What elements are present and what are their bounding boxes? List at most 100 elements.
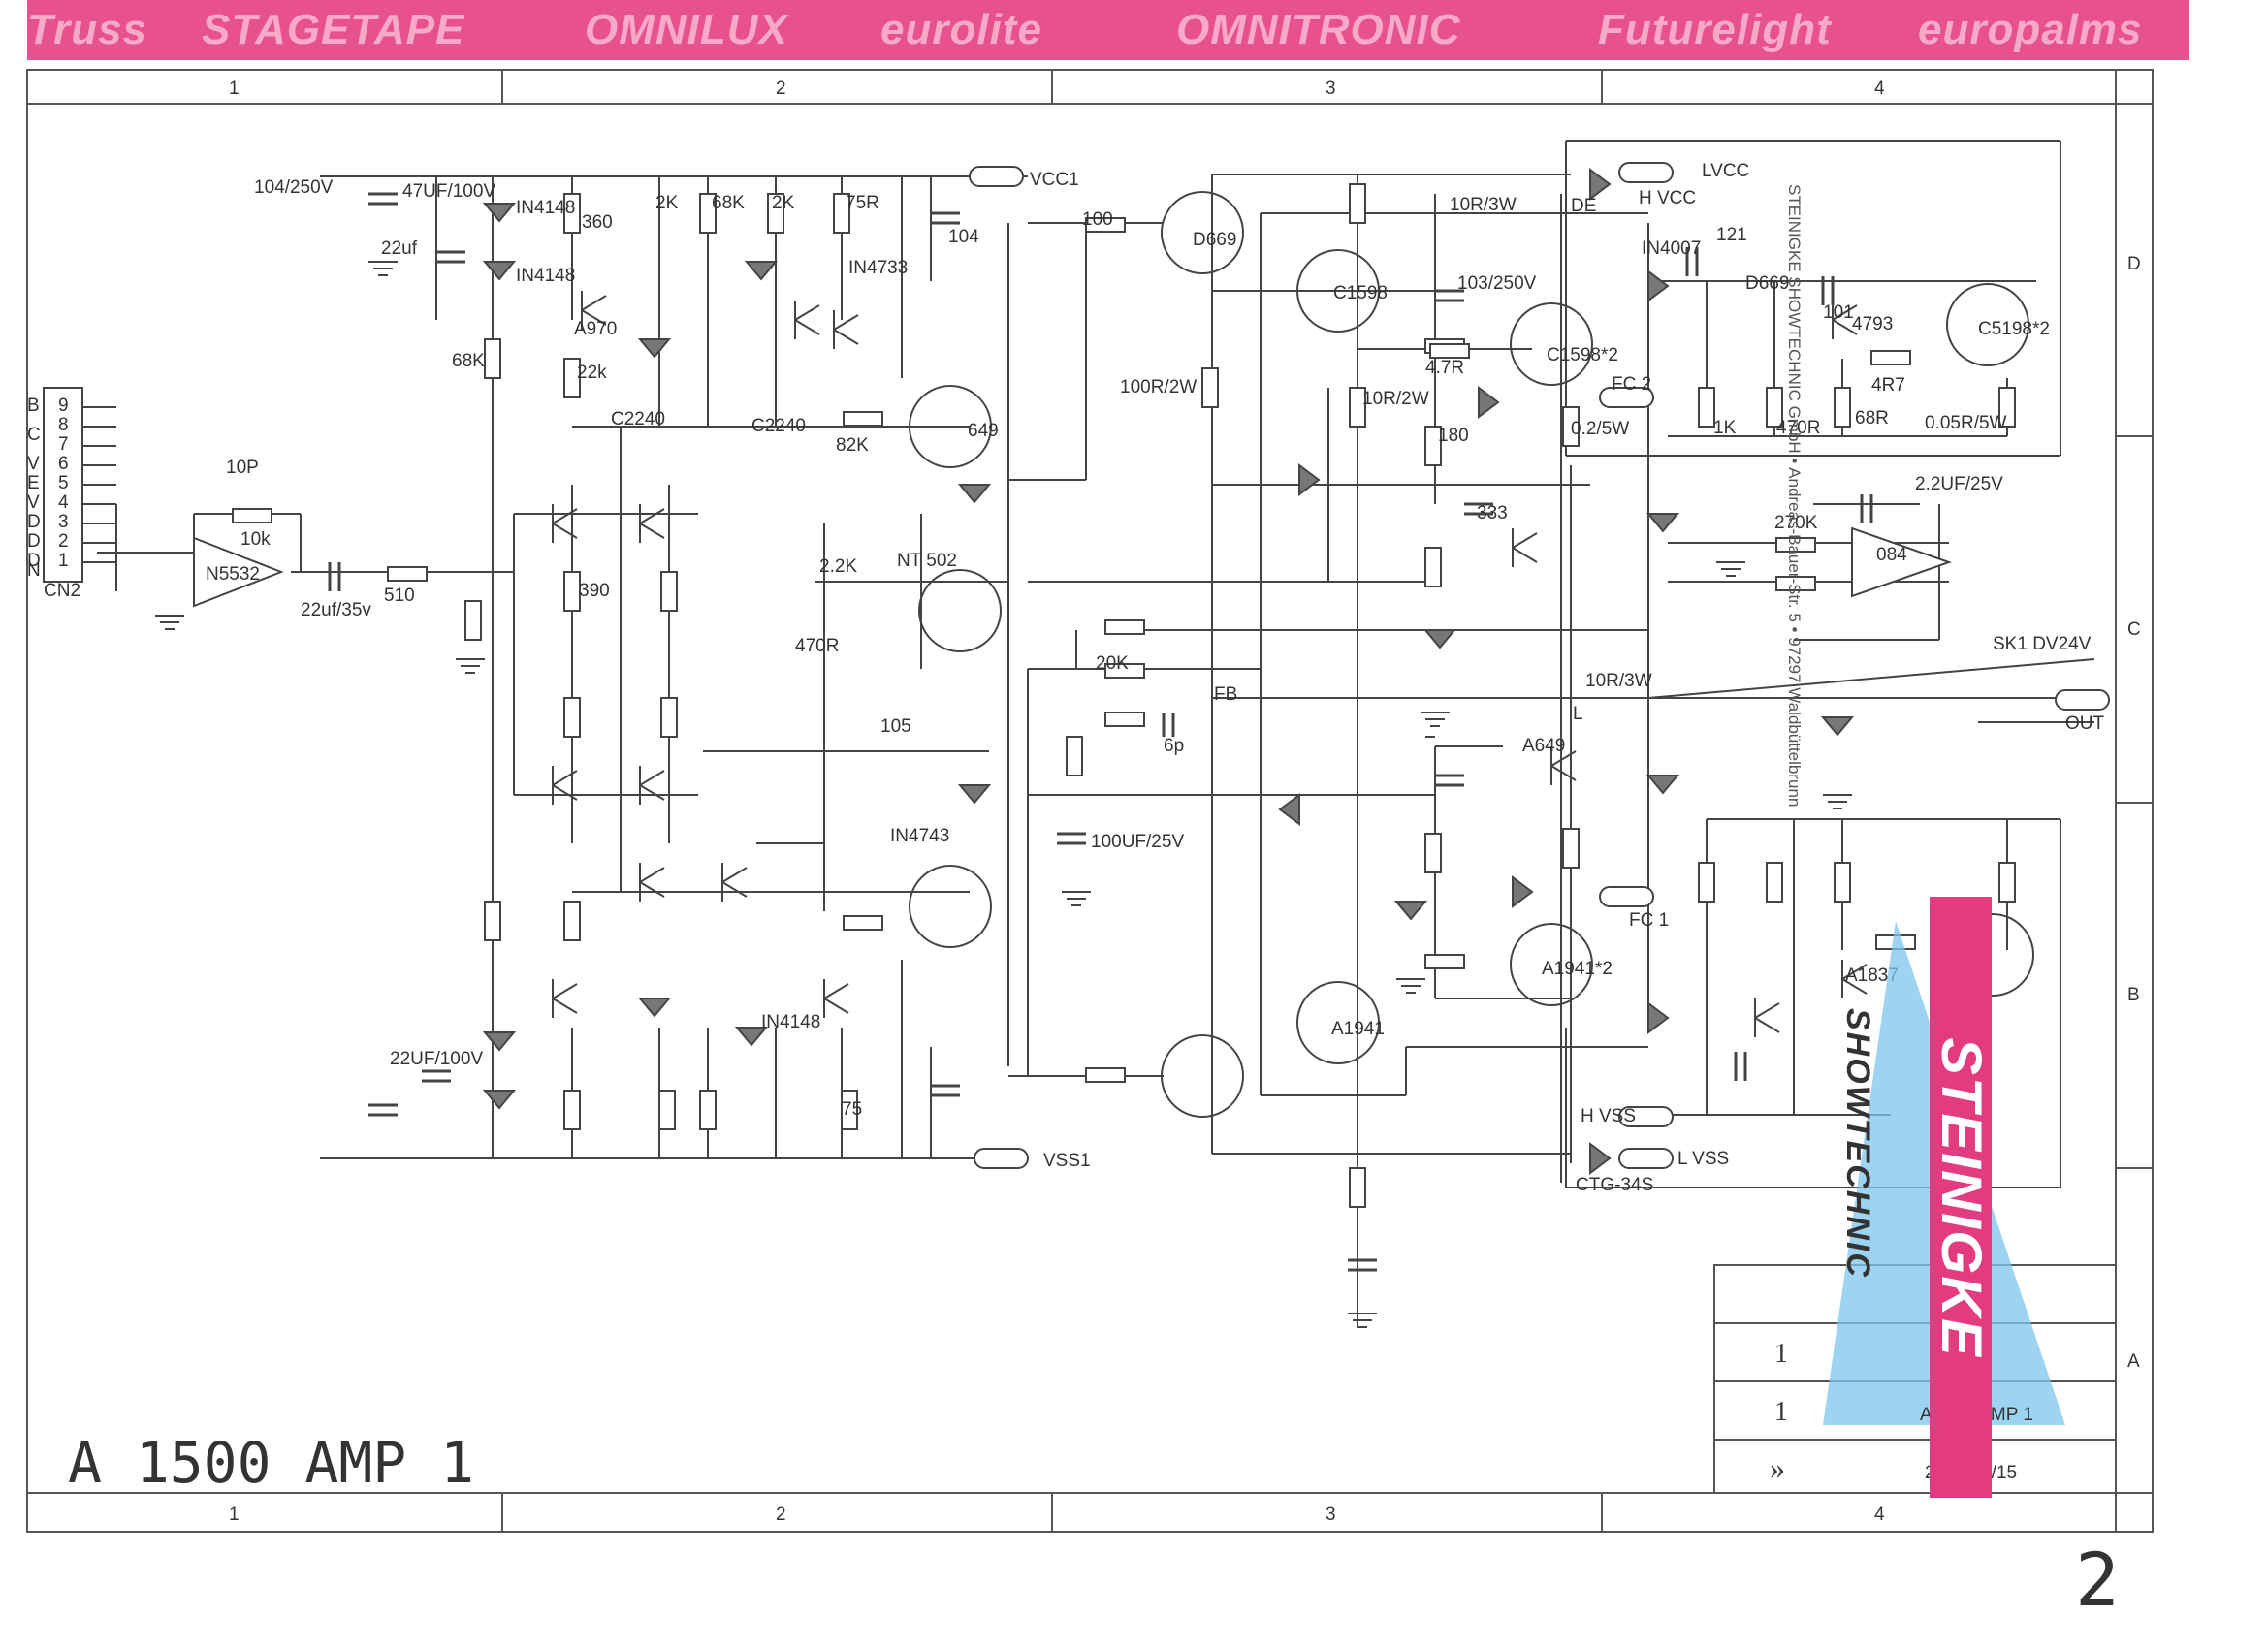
- label-r82k: 82K: [836, 435, 869, 456]
- label-c2240: C2240: [611, 409, 665, 429]
- pin-name-5: V: [27, 492, 40, 513]
- label-r68k-b: 68K: [452, 351, 485, 371]
- label-a1837: A1837: [1845, 966, 1899, 986]
- circuit-wires: [97, 140, 2095, 1328]
- label-r10r2w: 10R/2W: [1362, 389, 1429, 409]
- label-r100r2w: 100R/2W: [1120, 377, 1197, 397]
- brand-omnilux: OMNILUX: [585, 6, 788, 53]
- row-label-a: A: [2127, 1351, 2140, 1372]
- label-r75r: 75R: [846, 193, 879, 213]
- label-r4-7r: 4.7R: [1425, 358, 1464, 378]
- column-label-3-bottom: 3: [1326, 1504, 1336, 1525]
- transistors: [552, 191, 2034, 1118]
- label-r470r-b: 470R: [795, 636, 839, 656]
- label-q649: 649: [968, 421, 999, 441]
- label-vcc1: VCC1: [1030, 170, 1079, 190]
- label-r2k: 2K: [655, 193, 679, 213]
- pin-name-3: D: [27, 531, 41, 552]
- op-amps: [193, 526, 1953, 608]
- label-r68k: 68K: [712, 193, 745, 213]
- label-lvss: L VSS: [1677, 1149, 1729, 1169]
- label-fc2: FC 2: [1612, 374, 1651, 395]
- label-r510: 510: [384, 586, 415, 606]
- label-r2k-b: 2K: [772, 193, 795, 213]
- label-ctg: CTG-34S: [1576, 1175, 1653, 1195]
- label-n5532: N5532: [206, 564, 260, 585]
- label-a1941: A1941: [1331, 1019, 1385, 1039]
- pin-5: 5: [58, 473, 69, 493]
- label-vss1: VSS1: [1043, 1151, 1091, 1171]
- label-r4r7: 4R7: [1871, 375, 1905, 396]
- steinigke-logo: STEINIGKE: [1930, 897, 1993, 1498]
- row-label-b: B: [2127, 985, 2140, 1005]
- pin-4: 4: [58, 492, 69, 513]
- label-c6p: 6p: [1164, 736, 1184, 756]
- label-c1598: C1598: [1333, 283, 1388, 303]
- column-label-1: 1: [229, 79, 240, 99]
- label-r22k: 22k: [577, 363, 607, 383]
- label-r10r3w-b: 10R/3W: [1585, 671, 1652, 691]
- label-in4743: IN4743: [890, 826, 949, 846]
- label-r2-2k: 2.2K: [819, 556, 857, 577]
- label-c333: 333: [1477, 503, 1508, 523]
- label-in4148-b: IN4148: [516, 266, 575, 286]
- label-d669-b: D669: [1745, 273, 1789, 294]
- handwritten-title: A 1500 AMP 1: [68, 1430, 475, 1496]
- pin-1: 1: [58, 551, 69, 571]
- label-c1598x2: C1598*2: [1547, 345, 1618, 365]
- label-de: DE: [1571, 196, 1596, 216]
- pin-name-6: E: [27, 473, 40, 493]
- label-l1: L: [1573, 704, 1583, 724]
- brand-europalms: europalms: [1918, 6, 2143, 53]
- label-c47uf-100v: 47UF/100V: [402, 181, 495, 202]
- brand-omnitronic: OMNITRONIC: [1176, 6, 1461, 53]
- pin-name-8: C: [27, 425, 41, 445]
- handwritten-page-number: 2: [2075, 1536, 2120, 1623]
- title-row1: 1: [1774, 1339, 1788, 1369]
- label-fb: FB: [1214, 684, 1237, 705]
- steinigke-logo-subtitle: SHOWTECHNIC: [1839, 1008, 1876, 1279]
- label-c5198: C5198*2: [1978, 319, 2050, 339]
- brand-eurolite: eurolite: [880, 6, 1042, 53]
- column-label-4-bottom: 4: [1874, 1504, 1885, 1525]
- pin-3: 3: [58, 512, 69, 532]
- title-row3-left: »: [1770, 1450, 1785, 1485]
- brand-truss: Truss: [27, 6, 148, 53]
- column-label-1-bottom: 1: [229, 1504, 240, 1525]
- pin-name-1: N: [27, 560, 41, 581]
- pin-9: 9: [58, 396, 69, 416]
- label-r1k: 1K: [1713, 418, 1737, 438]
- label-ntc: NT 502: [897, 551, 957, 571]
- label-c121: 121: [1716, 225, 1747, 245]
- label-r470r: 470R: [1776, 418, 1820, 438]
- pin-name-9: B: [27, 396, 40, 416]
- company-address: STEINIGKE SHOWTECHNIC GmbH • Andreas-Bau…: [1785, 184, 1804, 808]
- brand-stagetape: STAGETAPE: [202, 6, 465, 53]
- label-r10r3w: 10R/3W: [1450, 195, 1517, 215]
- component-labels: VCC1 VSS1 LVCC H VCC H VSS L VSS N5532 0…: [206, 161, 2105, 1195]
- label-fc1: FC 1: [1629, 910, 1669, 931]
- label-r20k: 20K: [1096, 653, 1129, 674]
- label-c104-250v: 104/250V: [254, 177, 334, 198]
- label-in4007-a: IN4007: [1642, 238, 1701, 259]
- row-label-d: D: [2127, 254, 2141, 274]
- label-c101: 101: [1823, 302, 1854, 323]
- pin-2: 2: [58, 531, 69, 552]
- label-c2240-b: C2240: [751, 416, 806, 436]
- label-r390: 390: [579, 581, 610, 601]
- label-hvcc: H VCC: [1639, 188, 1696, 208]
- label-c100uf25v: 100UF/25V: [1091, 832, 1184, 852]
- label-a970: A970: [574, 319, 617, 339]
- pin-name-4: D: [27, 512, 41, 532]
- label-r360: 360: [582, 212, 613, 233]
- label-r10k: 10k: [240, 529, 271, 550]
- pin-7: 7: [58, 434, 69, 455]
- terminal-tags: [969, 162, 2110, 1169]
- label-r0-05r5w: 0.05R/5W: [1925, 413, 2007, 433]
- label-r68r: 68R: [1855, 408, 1889, 428]
- label-d669: D669: [1193, 230, 1236, 250]
- capacitors: [328, 192, 1873, 1272]
- column-label-3: 3: [1326, 79, 1336, 99]
- title-row2-left: 1: [1774, 1397, 1788, 1427]
- label-a649: A649: [1522, 736, 1565, 756]
